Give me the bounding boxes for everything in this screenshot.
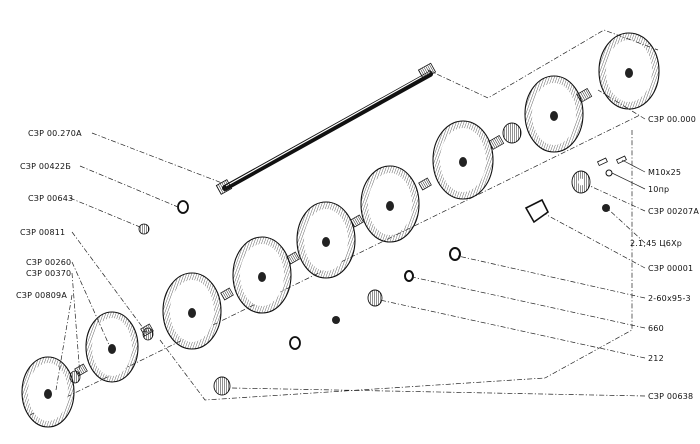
leader-bracket <box>544 213 646 269</box>
disk-1 <box>21 356 75 428</box>
label-bracket: СЗР 00001 <box>648 264 693 273</box>
label-assembly: СЗР 00.000 <box>648 115 696 124</box>
leader-nut-left <box>69 197 141 228</box>
shaft-part <box>215 62 437 195</box>
label-circlip: 212 <box>648 354 664 363</box>
label-washer: 10пр <box>648 185 669 194</box>
label-seal: 2-60х95-3 <box>648 294 691 303</box>
label-bolt: М10х25 <box>648 168 681 177</box>
disk-4 <box>232 236 292 314</box>
leader-lock-pin <box>607 208 646 244</box>
leader-shaft <box>91 132 223 184</box>
label-disk-outer: СЗР 00260 <box>26 258 71 267</box>
disk-2 <box>85 311 139 383</box>
label-lock-pin: 2.1,45 Ц6Хр <box>630 239 682 248</box>
label-bearing: 660 <box>648 324 664 333</box>
frame-line-top <box>427 29 659 99</box>
label-end-nut: СЗР 00638 <box>648 392 693 401</box>
leader-washer <box>611 172 646 190</box>
leader-end-nut <box>231 387 646 397</box>
label-nut-left: СЗР 00643 <box>28 194 73 203</box>
label-disk-end: СЗР 00809А <box>16 291 67 300</box>
frame-line-bottom <box>159 339 546 401</box>
leader-hub <box>589 185 646 212</box>
label-ring: СЗР 00422Б <box>20 162 71 171</box>
label-bearing-housing: СЗР 00811 <box>20 228 65 237</box>
disk-9 <box>598 32 660 110</box>
small-parts <box>69 122 627 396</box>
label-shaft: СЗР 00.270А <box>28 129 82 138</box>
leader-bolt <box>621 159 646 173</box>
leader-disk-end <box>55 294 73 391</box>
leader-spacer-left <box>71 272 81 377</box>
leader-circlip <box>379 299 646 359</box>
leader-ring <box>79 165 179 208</box>
disk-6 <box>360 165 420 243</box>
frame-line-right <box>544 130 633 379</box>
disk-5 <box>296 201 356 279</box>
disk-3 <box>162 272 222 350</box>
leader-bearing-housing <box>71 231 147 333</box>
leader-seal <box>457 255 646 299</box>
disk-7 <box>432 120 494 200</box>
leader-assembly <box>597 89 646 120</box>
label-hub: СЗР 00207А <box>648 207 699 216</box>
label-spacer-left: СЗР 00370 <box>26 269 71 278</box>
disk-8 <box>524 75 584 153</box>
leader-bearing <box>411 276 646 329</box>
